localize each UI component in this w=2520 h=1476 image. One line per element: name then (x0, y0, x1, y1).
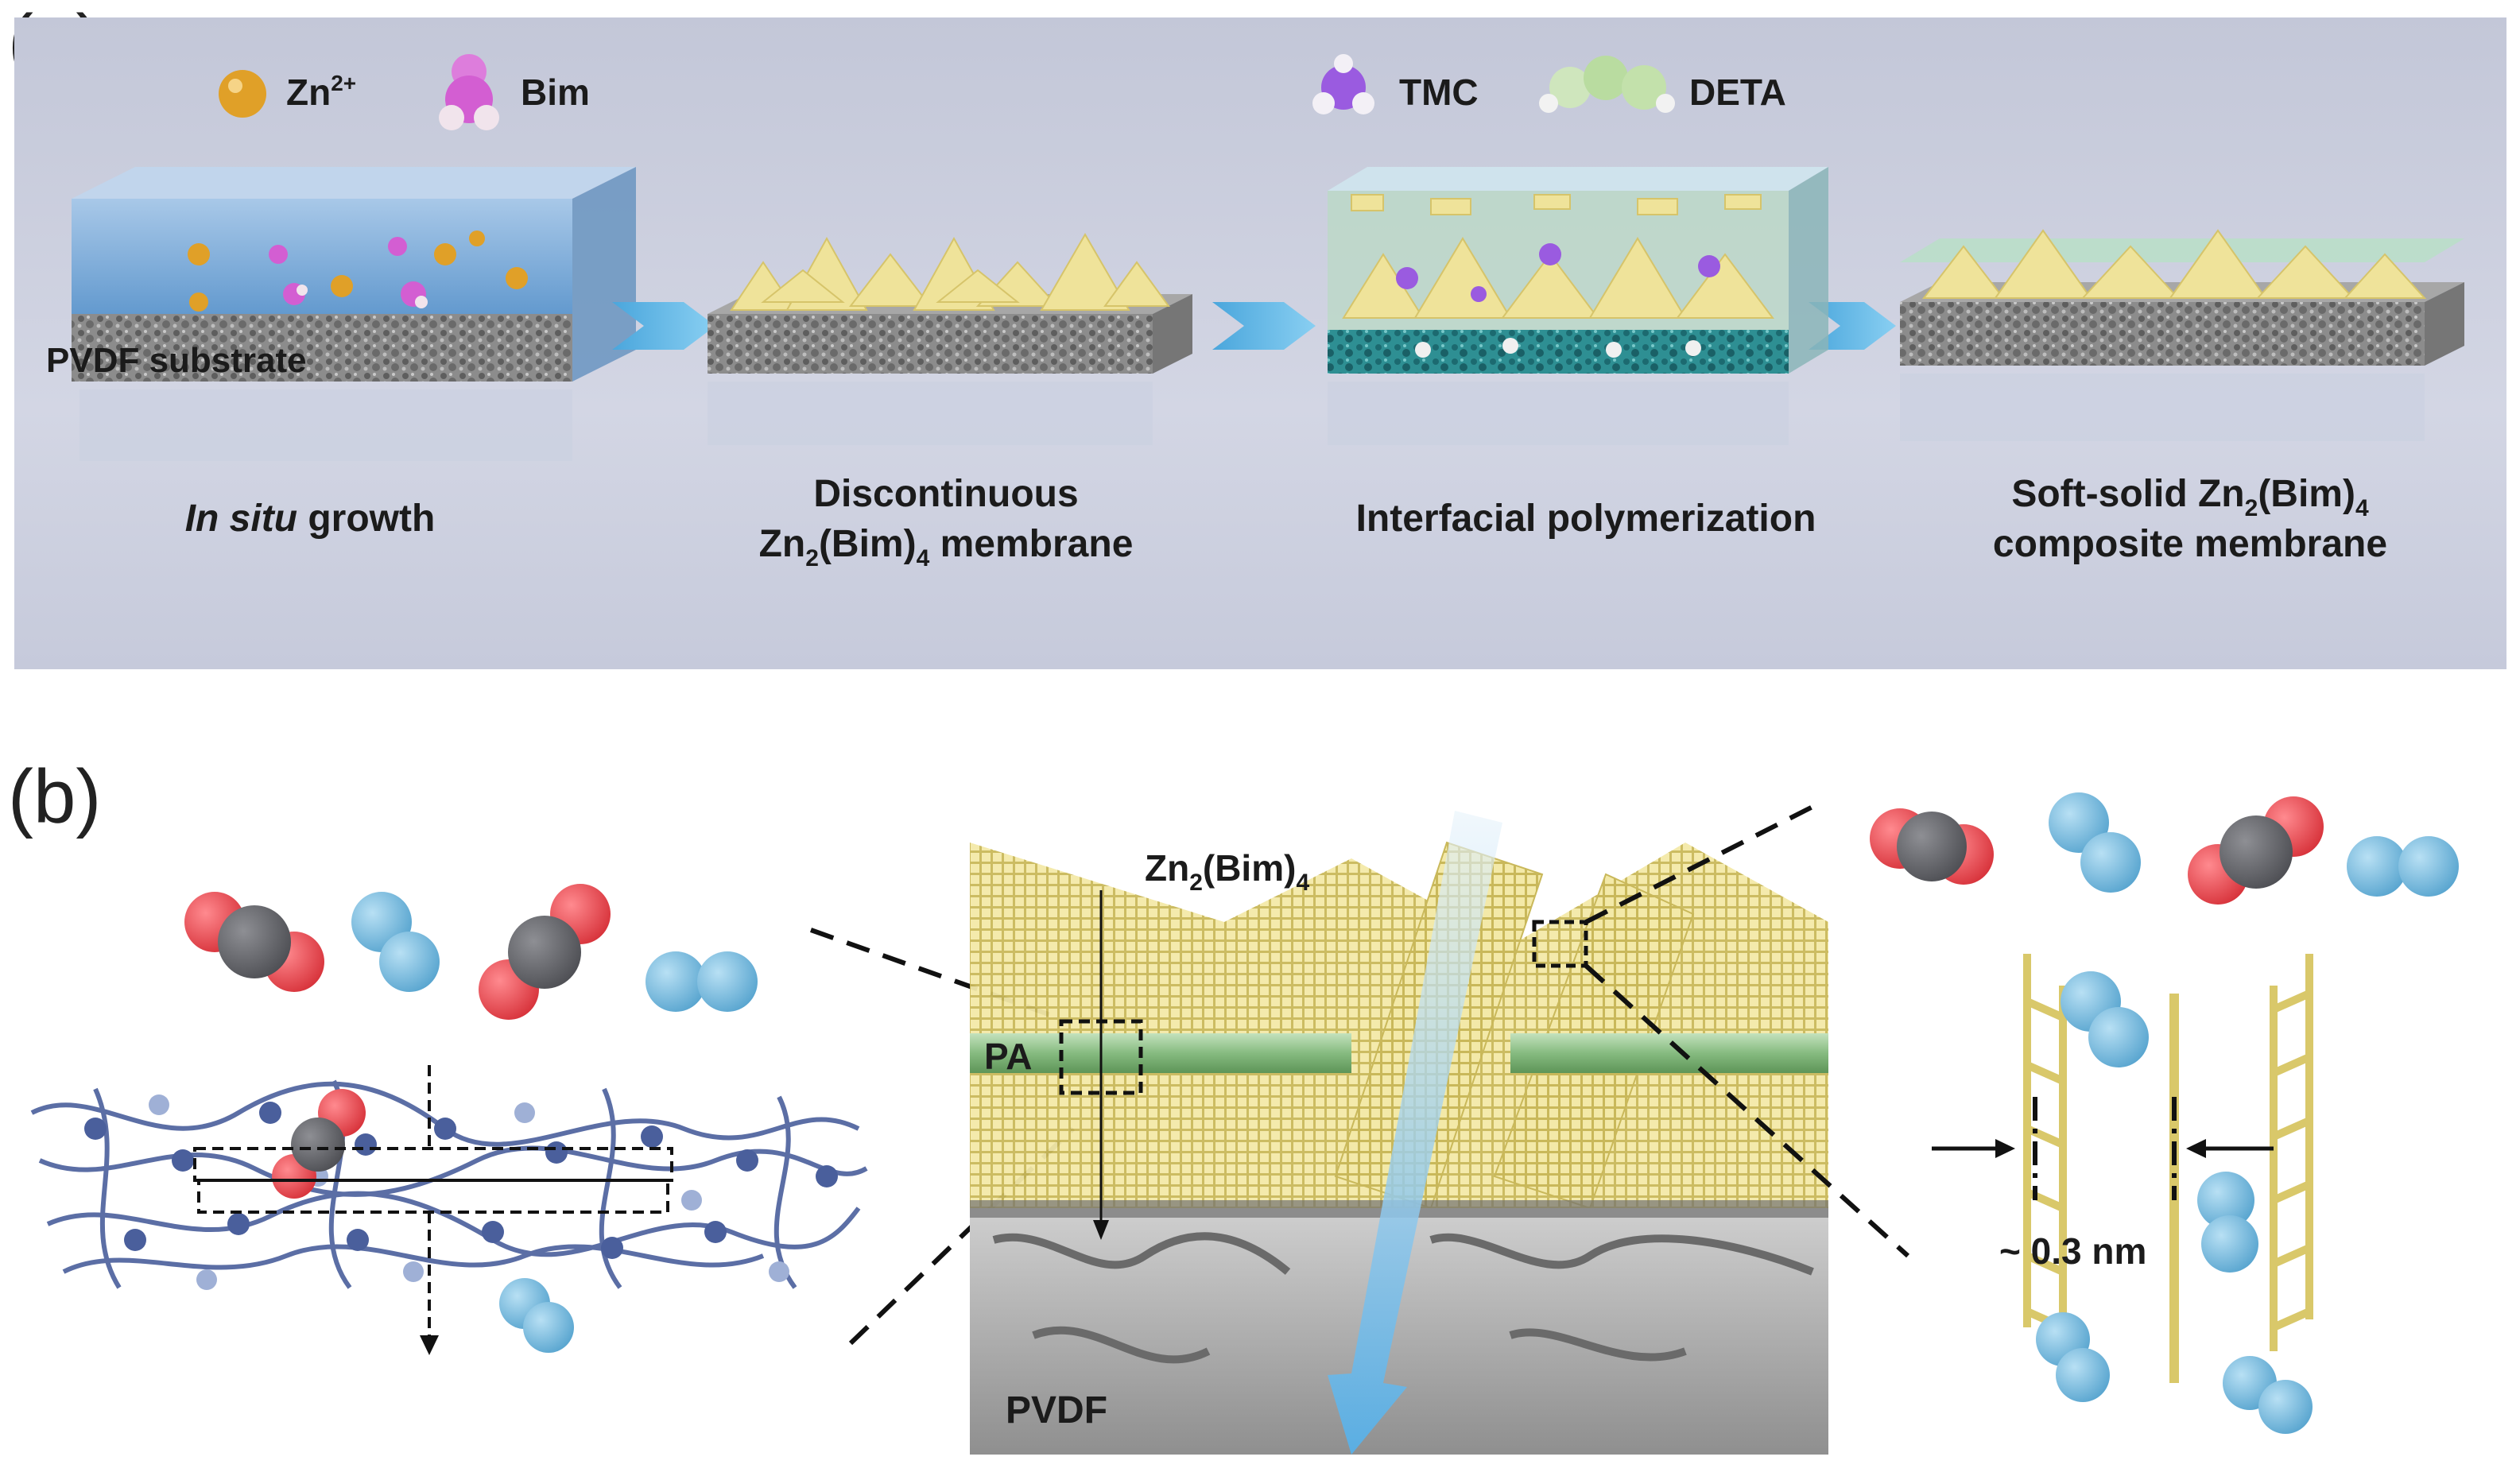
co2-molecule-in-network (272, 1089, 366, 1199)
membrane-cross-section (970, 811, 1828, 1455)
svg-text:TMC: TMC (1399, 72, 1479, 113)
tmc-molecule-icon (1312, 54, 1374, 114)
step-2-caption-line2: Zn2(Bim)4 membrane (759, 523, 1134, 571)
n2-molecule (2049, 792, 2141, 893)
step-3-caption: Interfacial polymerization (1356, 498, 1816, 540)
in-situ-growth-block: PVDF substrate (46, 167, 636, 461)
zoom-box-pa (1059, 1019, 1143, 1095)
panel-b-label: (b) (8, 754, 102, 839)
legend-deta: DETA (1539, 56, 1786, 113)
interfacial-polymerization-block (1328, 167, 1828, 445)
process-arrow-3 (1809, 302, 1896, 350)
process-arrow-2 (1212, 302, 1316, 350)
step-1-caption: In situ growth (185, 498, 436, 540)
n2-molecule (2197, 1172, 2258, 1273)
co2-molecule (1870, 808, 1994, 885)
n2-molecule (351, 892, 440, 992)
step-4-caption-line2: composite membrane (1993, 523, 2387, 565)
mof-label: Zn2(Bim)4 (1145, 847, 1309, 896)
discontinuous-membrane-block (708, 233, 1192, 445)
zinc-ion-sphere-icon (219, 70, 266, 118)
bim-molecule-icon (439, 54, 499, 130)
legend-bim: Bim (439, 54, 590, 130)
panel-a-diagram: Zn2+ Bim TMC DETA (14, 17, 2506, 669)
co2-molecule (184, 892, 324, 992)
process-arrow-1 (612, 302, 715, 350)
mof-pore-wall-left (2023, 954, 2067, 1359)
co2-molecule (2188, 796, 2324, 905)
pvdf-substrate-label: PVDF substrate (46, 341, 307, 380)
n2-molecule-in-network (499, 1278, 574, 1353)
svg-text:Bim: Bim (521, 72, 590, 113)
legend-zn-ion: Zn2+ (219, 70, 356, 118)
legend-tmc: TMC (1312, 54, 1479, 114)
permeation-arrow (1328, 811, 1502, 1455)
pa-layer (970, 1033, 1351, 1073)
pa-label: PA (984, 1036, 1033, 1077)
free-volume-channel (193, 1065, 673, 1343)
n2-in-pore (2061, 971, 2149, 1067)
pore-size-indicator (1932, 1097, 2274, 1200)
panel-b-diagram: Zn2(Bim)4 PA PVDF (30, 792, 2459, 1455)
mof-pore-wall-right (2270, 954, 2313, 1351)
n2-molecule (2223, 1356, 2313, 1434)
deta-molecule-icon (1539, 56, 1675, 113)
n2-molecule (2036, 1312, 2110, 1402)
co2-molecule (479, 884, 611, 1020)
step-2-caption-line1: Discontinuous (813, 473, 1078, 515)
pore-size-label: ~ 0.3 nm (1999, 1230, 2146, 1272)
step-4-caption-line1: Soft-solid Zn2(Bim)4 (2011, 473, 2369, 521)
zoom-box-mof (1532, 920, 1588, 968)
svg-text:DETA: DETA (1689, 72, 1786, 113)
permeation-arrow-head (420, 1335, 439, 1355)
svg-text:Zn2+: Zn2+ (286, 71, 356, 113)
composite-membrane-block (1900, 229, 2464, 441)
pvdf-label: PVDF (1006, 1389, 1107, 1431)
n2-molecule (2347, 836, 2459, 897)
n2-molecule (646, 951, 758, 1012)
